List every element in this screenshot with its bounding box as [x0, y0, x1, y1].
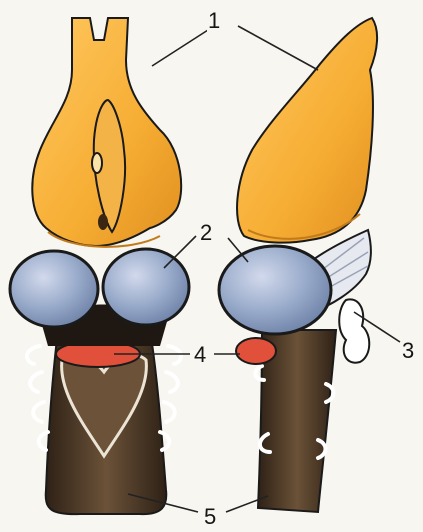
lateral-view [219, 18, 377, 512]
dorsal-optic-lobe-right [103, 249, 189, 325]
lateral-optic-lobe [219, 246, 331, 334]
dorsal-forebrain-opening-1 [92, 153, 102, 173]
label-2: 2 [200, 220, 212, 245]
label-4: 4 [194, 342, 206, 367]
dorsal-view [10, 18, 189, 514]
leader-1-left [152, 30, 208, 66]
label-5: 5 [204, 504, 216, 529]
dorsal-optic-lobe-left [10, 251, 98, 327]
lateral-cerebellum [236, 338, 276, 364]
leader-1-right [238, 26, 318, 70]
lateral-hypophysis [339, 299, 369, 362]
label-1: 1 [208, 8, 220, 33]
dorsal-forebrain-opening-2 [98, 214, 108, 230]
lateral-forebrain [237, 18, 377, 243]
label-3: 3 [402, 338, 414, 363]
